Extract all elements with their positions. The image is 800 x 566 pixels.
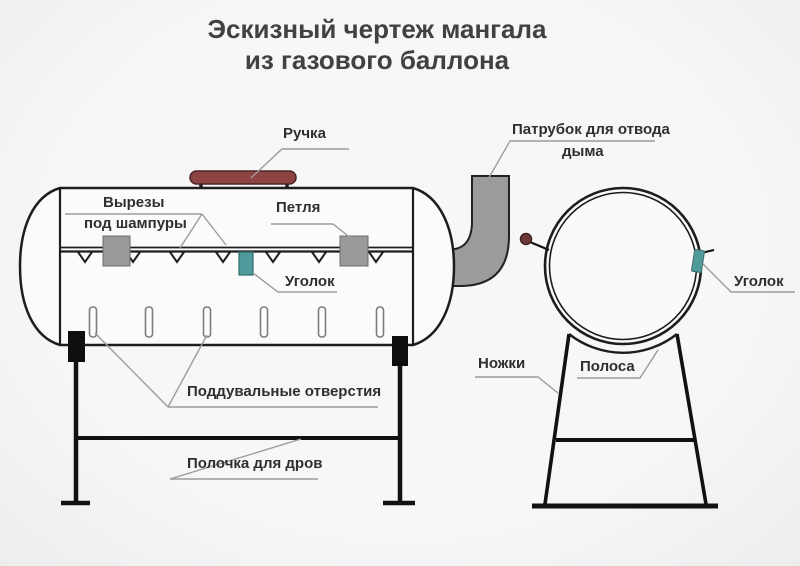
leader-hinge	[271, 223, 353, 240]
label-cutouts-2: под шампуры	[84, 215, 187, 232]
leader-smoke-pipe	[486, 140, 655, 182]
strip-band	[568, 333, 678, 354]
leader-handle	[250, 148, 349, 179]
end-leg-right	[675, 333, 708, 505]
label-cutouts-1: Вырезы	[103, 194, 165, 211]
label-legs: Ножки	[478, 355, 526, 372]
label-smoke-pipe-2: дыма	[562, 143, 604, 160]
tank-circle-outer	[543, 186, 703, 346]
leader-angle-side	[252, 272, 337, 293]
label-strip: Полоса	[580, 358, 635, 375]
title-line-2: из газового баллона	[244, 45, 510, 75]
end-leg-left	[543, 333, 571, 505]
skewer-notches	[77, 251, 384, 264]
leg-bracket-right	[392, 336, 408, 366]
leader-shelf	[169, 438, 318, 480]
label-smoke-pipe-1: Патрубок для отвода	[512, 121, 670, 138]
label-shelf: Полочка для дров	[187, 455, 323, 472]
side-view	[18, 170, 510, 506]
end-stand	[532, 333, 718, 509]
label-handle: Ручка	[283, 125, 326, 142]
title-line-1: Эскизный чертеж мангала	[207, 14, 547, 44]
hinge-block-left	[102, 235, 131, 267]
leader-strip	[577, 349, 659, 379]
label-angle-end: Уголок	[734, 273, 784, 290]
hinge-block-right	[339, 235, 369, 267]
label-air-holes: Поддувальные отверстия	[187, 383, 382, 400]
leader-cutouts	[65, 213, 227, 249]
gas-cylinder-body	[18, 186, 456, 347]
leg-bracket-left	[68, 331, 85, 362]
angle-bracket-end	[690, 248, 715, 274]
end-view	[519, 186, 718, 509]
side-stand	[61, 331, 415, 506]
leader-legs	[475, 376, 559, 394]
lid-knob	[519, 232, 550, 252]
smoke-pipe	[450, 175, 510, 287]
page-title: Эскизный чертеж мангала из газового балл…	[172, 14, 582, 76]
leader-angle-end	[702, 263, 795, 293]
label-angle-side: Уголок	[285, 273, 335, 290]
air-hole-slots	[88, 306, 385, 338]
leader-air-holes	[94, 332, 378, 408]
leader-lines	[65, 140, 795, 480]
angle-bracket-side	[238, 251, 254, 276]
label-hinge: Петля	[276, 199, 321, 216]
handle-bar	[189, 170, 297, 189]
